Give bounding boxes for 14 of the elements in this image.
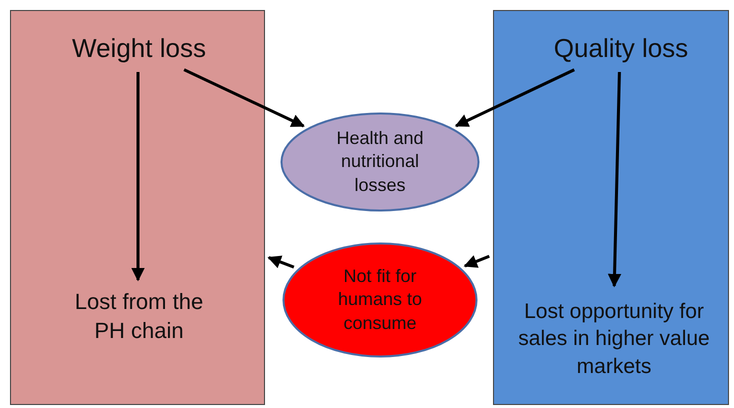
arrow [183,68,305,128]
arrow [131,72,145,282]
outcome-text: Lost from the PH chain [74,288,204,345]
panel-box [10,10,265,405]
heading-text: Quality loss [554,32,688,66]
node-label: Health and nutritional losses [335,126,425,197]
arrow [454,68,575,128]
arrow [267,256,294,269]
panel-box [493,10,729,405]
node-label: Not fit for humans to consume [336,264,424,335]
heading-text: Weight loss [72,32,206,66]
arrow [608,72,622,288]
arrow [464,254,490,268]
outcome-text: Lost opportunity for sales in higher value markets [517,299,711,380]
